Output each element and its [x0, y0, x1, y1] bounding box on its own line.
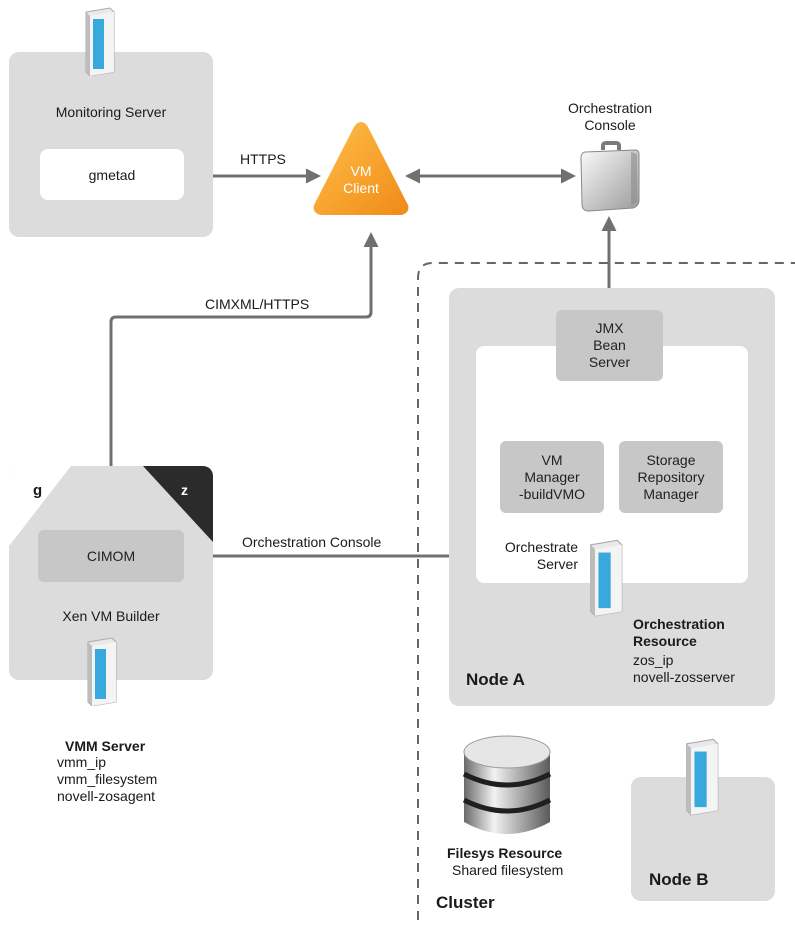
storage-box: Storage Repository Manager — [619, 441, 723, 513]
orch-console-link-label: Orchestration Console — [242, 534, 382, 550]
orchestration-resource-details: zos_ip novell-zosserver — [633, 652, 735, 685]
orchestration-resource-title: Orchestration Resource — [633, 616, 725, 649]
vm-manager-label: VM Manager -buildVMO — [518, 451, 586, 502]
filesys-title: Filesys Resource — [447, 845, 563, 861]
orchestration-console-label: Orchestration Console — [567, 100, 653, 133]
filesys-subtitle: Shared filesystem — [452, 862, 564, 878]
g-label: g — [33, 482, 43, 499]
xen-builder-label: Xen VM Builder — [62, 608, 160, 624]
cluster-title: Cluster — [436, 893, 495, 912]
vm-manager-box: VM Manager -buildVMO — [500, 441, 604, 513]
orchestrate-server-label: Orchestrate Server — [504, 539, 578, 572]
orchestrate-server-icon — [584, 536, 624, 623]
vm-client-triangle-icon — [311, 119, 411, 224]
monitoring-server-label: Monitoring Server — [55, 104, 167, 120]
vm-client-label: VM Client — [343, 163, 379, 196]
cimxml-arrow — [103, 232, 379, 523]
cimom-box: CIMOM — [38, 530, 184, 582]
storage-label: Storage Repository Manager — [637, 451, 705, 502]
monitoring-panel — [9, 52, 213, 237]
jmx-label: JMX Bean Server — [588, 320, 631, 370]
monitoring-server-icon — [80, 6, 116, 81]
jmx-box: JMX Bean Server — [556, 310, 663, 381]
node-b-title: Node B — [649, 870, 709, 889]
z-label: z — [181, 482, 188, 498]
vmm-server-title: VMM Server — [65, 738, 146, 754]
node-b-server-icon — [680, 736, 720, 821]
vmm-server-icon — [82, 636, 118, 711]
node-a-title: Node A — [466, 670, 525, 689]
gmetad-box: gmetad — [40, 149, 184, 200]
https-label: HTTPS — [240, 151, 286, 167]
gmetad-label: gmetad — [88, 166, 136, 183]
vmm-server-details: vmm_ip vmm_filesystem novell-zosagent — [57, 754, 158, 804]
cluster-boundary — [417, 262, 795, 920]
cimxml-label: CIMXML/HTTPS — [205, 296, 310, 312]
briefcase-icon — [579, 140, 641, 217]
cimom-label: CIMOM — [86, 547, 136, 564]
filesys-database-icon — [462, 734, 552, 845]
